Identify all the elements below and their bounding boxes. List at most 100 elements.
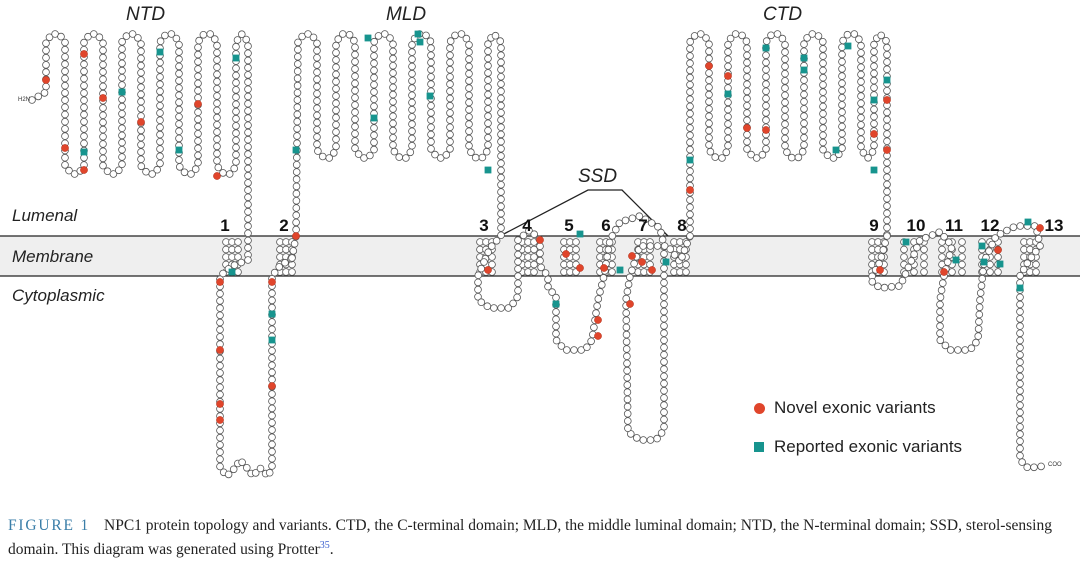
residue <box>658 235 667 244</box>
residue <box>857 63 865 72</box>
residue <box>70 170 79 178</box>
residue <box>332 135 340 144</box>
residue <box>513 293 521 302</box>
residue <box>268 289 276 298</box>
residue <box>232 86 240 94</box>
residue <box>497 94 505 103</box>
residue <box>838 122 846 131</box>
residue <box>175 98 183 107</box>
residue <box>427 145 435 153</box>
residue <box>244 186 252 194</box>
residue <box>800 119 808 128</box>
residue <box>213 157 221 165</box>
residue <box>465 127 473 136</box>
residue <box>229 465 238 474</box>
residue <box>370 81 378 89</box>
c-terminus-label: COO <box>1048 462 1062 468</box>
residue <box>232 136 240 145</box>
residue <box>936 300 944 309</box>
residue <box>724 55 732 63</box>
residue <box>137 83 145 91</box>
residue <box>442 151 451 159</box>
residue <box>660 372 668 381</box>
residue <box>686 217 694 226</box>
residue <box>175 156 183 164</box>
residue <box>244 243 252 252</box>
residue <box>446 116 454 124</box>
helix-residue <box>608 268 616 276</box>
residue <box>857 77 865 86</box>
residue <box>622 345 631 353</box>
tm-number-11: 11 <box>945 216 963 235</box>
residue <box>345 30 354 39</box>
residue <box>237 258 246 267</box>
caption-end: . <box>329 541 334 558</box>
residue <box>213 149 221 158</box>
residue <box>213 41 221 50</box>
residue <box>686 44 694 53</box>
reported-variant-marker <box>414 30 422 38</box>
residue <box>230 261 239 269</box>
residue <box>1016 401 1024 410</box>
novel-variant-marker <box>99 94 107 102</box>
residue <box>408 134 416 143</box>
helix-residue <box>572 245 580 254</box>
residue <box>1016 372 1024 381</box>
residue <box>213 92 221 100</box>
residue <box>1003 226 1011 235</box>
residue <box>99 68 107 76</box>
residue <box>118 160 126 169</box>
residue <box>148 170 157 178</box>
residue <box>974 325 983 333</box>
residue <box>641 215 650 224</box>
residue <box>622 330 631 339</box>
residue <box>724 98 732 107</box>
novel-variant-marker <box>80 166 88 174</box>
residue <box>292 153 301 162</box>
residue <box>883 209 891 218</box>
residue <box>137 155 145 164</box>
residue <box>705 141 713 149</box>
residue <box>118 52 126 60</box>
residue <box>216 318 224 327</box>
residue <box>244 179 252 187</box>
residue <box>61 89 69 97</box>
residue <box>389 134 397 142</box>
residue <box>887 282 896 291</box>
residue <box>80 154 88 162</box>
residue <box>80 118 88 126</box>
residue <box>857 41 865 50</box>
residue <box>705 112 713 120</box>
residue <box>901 270 910 278</box>
residue <box>781 98 789 107</box>
residue <box>778 34 787 43</box>
residue <box>597 281 606 289</box>
novel-variant-marker <box>268 278 276 286</box>
residue <box>118 81 126 89</box>
tm-number-1: 1 <box>220 216 230 235</box>
residue <box>243 463 251 472</box>
residue <box>978 274 986 283</box>
residue <box>977 281 986 290</box>
residue <box>724 84 732 92</box>
residue <box>213 128 221 136</box>
residue <box>686 81 694 89</box>
residue <box>686 73 694 82</box>
residue <box>232 143 240 152</box>
residue <box>195 36 203 45</box>
reported-variant-marker <box>1024 218 1032 226</box>
residue <box>156 130 164 139</box>
residue <box>474 292 482 301</box>
helix-residue <box>234 253 242 261</box>
residue <box>268 346 276 355</box>
residue <box>800 141 808 149</box>
residue <box>309 33 318 42</box>
residue <box>557 342 566 350</box>
reported-variant-marker <box>268 336 276 344</box>
residue <box>883 195 891 203</box>
residue <box>351 50 359 59</box>
residue <box>857 85 865 93</box>
residue <box>762 73 770 81</box>
residue <box>705 119 713 128</box>
residue <box>838 93 846 102</box>
